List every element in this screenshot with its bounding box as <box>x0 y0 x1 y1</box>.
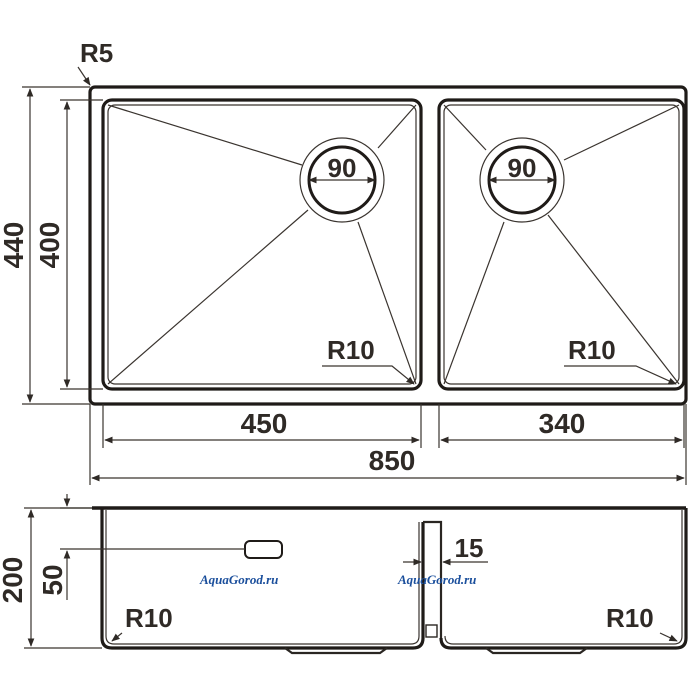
overflow-height-dimension: 50 <box>37 494 245 600</box>
right-bowl-profile <box>439 508 688 650</box>
left-drain-outer <box>299 137 385 223</box>
left-bowl-fold-lines <box>107 104 417 385</box>
divider-clip <box>425 624 438 638</box>
sink-outer-rim <box>88 85 688 406</box>
height-label: 200 <box>0 557 28 604</box>
left-width-dimension: 450 <box>102 404 422 448</box>
left-drain-profile <box>284 647 388 655</box>
right-drain-profile <box>485 647 588 655</box>
left-bowl-profile <box>100 508 425 650</box>
right-bowl-inner <box>443 104 680 385</box>
top-view: 90 90 R5 R10 R10 440 <box>0 38 688 485</box>
left-bowl-outline <box>101 98 423 391</box>
left-drain-diameter-label: 90 <box>328 153 357 183</box>
left-width-label: 450 <box>241 408 288 439</box>
bowl-depth-label: 400 <box>34 222 65 269</box>
right-width-label: 340 <box>539 408 586 439</box>
left-bowl-inner <box>107 104 417 385</box>
overflow-slot <box>244 540 283 559</box>
total-depth-dimension: 440 <box>0 86 90 405</box>
bowl-depth-dimension: 400 <box>34 99 103 390</box>
corner-radius-label: R5 <box>80 38 113 68</box>
right-bowl-outline <box>437 98 686 391</box>
right-width-dimension: 340 <box>438 404 685 448</box>
side-view: 200 50 15 R10 R10 AquaGorod.ru AquaGorod… <box>0 494 688 655</box>
divider-width-label: 15 <box>455 533 484 563</box>
right-bowl-radius-label: R10 <box>568 335 616 365</box>
total-width-label: 850 <box>369 445 416 476</box>
divider-width-dimension: 15 <box>403 533 488 566</box>
total-width-dimension: 850 <box>89 404 687 485</box>
side-right-radius-label: R10 <box>606 603 654 633</box>
overflow-height-label: 50 <box>37 564 68 595</box>
height-dimension: 200 <box>0 507 102 649</box>
right-bowl-fold-lines <box>443 104 680 385</box>
divider-wall <box>423 520 443 638</box>
watermark-left: AquaGorod.ru <box>199 572 278 587</box>
right-drain-diameter-label: 90 <box>508 153 537 183</box>
side-left-radius-label: R10 <box>125 603 173 633</box>
watermark-right: AquaGorod.ru <box>397 572 476 587</box>
right-drain-outer <box>479 137 565 223</box>
left-bowl-radius-label: R10 <box>327 335 375 365</box>
total-depth-label: 440 <box>0 222 29 269</box>
